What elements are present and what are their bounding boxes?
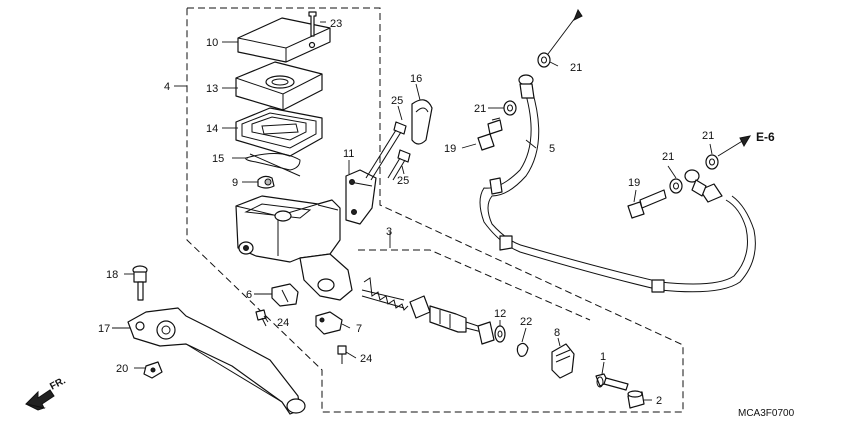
callout-11: 11 <box>343 148 354 160</box>
callout-9: 9 <box>232 177 238 189</box>
primary-cup <box>409 295 431 319</box>
clutch-lever <box>127 307 306 415</box>
callout-18: 18 <box>106 269 118 281</box>
callout-25-lower: 25 <box>397 175 409 187</box>
diaphragm-plate <box>235 61 323 111</box>
callout-4: 4 <box>164 81 170 93</box>
piston-spring <box>361 277 409 311</box>
switch-connector <box>315 311 343 335</box>
callout-13: 13 <box>206 83 218 95</box>
piston-washer <box>494 325 506 343</box>
callout-24-b: 24 <box>360 353 372 365</box>
callout-14: 14 <box>206 123 218 135</box>
lever-pivot-nut <box>143 361 163 379</box>
callout-5: 5 <box>549 143 555 155</box>
clamp-bolt-upper <box>365 121 407 181</box>
callout-22: 22 <box>520 316 532 328</box>
circlip <box>516 342 529 357</box>
front-direction-arrow <box>25 389 55 411</box>
callout-17: 17 <box>98 323 110 335</box>
oil-bolt-upper <box>477 117 503 151</box>
callout-8: 8 <box>554 327 560 339</box>
direction-label: FR. <box>48 375 68 392</box>
oil-bolt-lower <box>627 189 667 219</box>
diagram-code: MCA3F0700 <box>738 408 795 419</box>
leader-lines <box>112 21 713 401</box>
callout-2: 2 <box>656 395 662 407</box>
clamp-cover <box>411 99 433 145</box>
callout-21-c: 21 <box>662 151 674 163</box>
callout-10: 10 <box>206 37 218 49</box>
clutch-switch <box>271 283 299 307</box>
callout-25-upper: 25 <box>391 95 403 107</box>
callout-19-a: 19 <box>444 143 456 155</box>
sealing-washer-upper-a <box>537 52 551 68</box>
push-rod <box>595 373 629 391</box>
callout-21-b: 21 <box>474 103 486 115</box>
clamp-bolt-lower <box>387 149 411 181</box>
reservoir-cap <box>237 17 331 63</box>
callout-24-a: 24 <box>277 317 289 329</box>
callout-16: 16 <box>410 73 422 85</box>
diaphragm <box>235 107 323 157</box>
callout-3: 3 <box>386 226 392 238</box>
switch-screw-lower <box>337 345 347 364</box>
callout-12: 12 <box>494 308 506 320</box>
pivot-bolt <box>132 265 148 301</box>
callout-23: 23 <box>330 18 342 30</box>
callout-7: 7 <box>356 323 362 335</box>
hose-continuation-arrowhead <box>573 8 583 22</box>
piston-kit-boundary <box>358 249 591 321</box>
e6-reference-arrowhead <box>739 135 752 148</box>
callout-21-d: 21 <box>702 130 714 142</box>
callout-6: 6 <box>246 289 252 301</box>
callout-21-a: 21 <box>570 62 582 74</box>
assembly-boundary <box>186 7 684 413</box>
hose-banjo-upper <box>518 74 535 99</box>
hose-banjo-lower <box>684 169 707 197</box>
piston-seal <box>477 321 495 345</box>
sealing-washer-lower-b <box>705 154 719 170</box>
switch-screw-upper <box>255 309 267 327</box>
e6-reference-label: E-6 <box>756 130 775 144</box>
cap-screw <box>308 11 317 37</box>
callout-20: 20 <box>116 363 128 375</box>
sealing-washer-upper-b <box>503 100 517 116</box>
hose-continuation-arrow <box>547 13 579 55</box>
bleed-clip <box>257 175 275 189</box>
push-rod-boot <box>551 343 575 379</box>
callout-1: 1 <box>600 351 606 363</box>
sealing-washer-lower-a <box>669 178 683 194</box>
callout-15: 15 <box>212 153 224 165</box>
handlebar-clamp <box>345 169 377 225</box>
e6-reference-arrow <box>717 139 745 157</box>
callout-19-b: 19 <box>628 177 640 189</box>
reservoir-spring <box>245 153 301 177</box>
rod-cap <box>627 390 645 409</box>
master-cylinder-body <box>235 195 353 301</box>
clutch-hose <box>479 87 756 293</box>
